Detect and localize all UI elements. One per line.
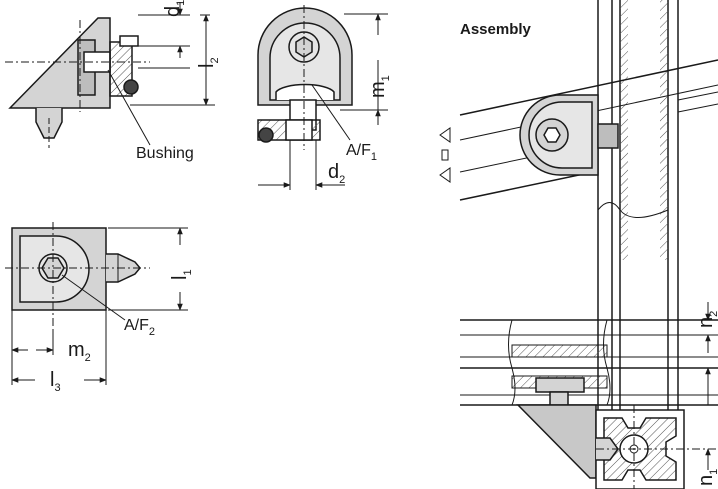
bracket-section [516, 404, 597, 479]
bushing-label: Bushing [136, 145, 194, 162]
dim-n1: n1 [695, 469, 718, 486]
dim-af1: A/F1 [346, 142, 378, 163]
dim-d2: d2 [328, 161, 346, 186]
dim-n2: n2 [695, 311, 718, 328]
side-view [5, 2, 215, 148]
section-view [460, 302, 718, 489]
dim-af2: A/F2 [124, 317, 156, 338]
dim-l2: l2 [196, 57, 221, 68]
bushing-ball [123, 79, 139, 95]
dim-m2: m2 [68, 339, 91, 364]
assembly-view [439, 0, 718, 460]
dim-l3: l3 [50, 369, 61, 394]
dim-m1: m1 [367, 75, 392, 98]
front-view [257, 5, 388, 190]
top-view [5, 222, 188, 385]
dim-l1: l1 [169, 269, 194, 280]
assembly-title: Assembly [460, 21, 531, 38]
dim-d1: d1 [162, 0, 187, 17]
